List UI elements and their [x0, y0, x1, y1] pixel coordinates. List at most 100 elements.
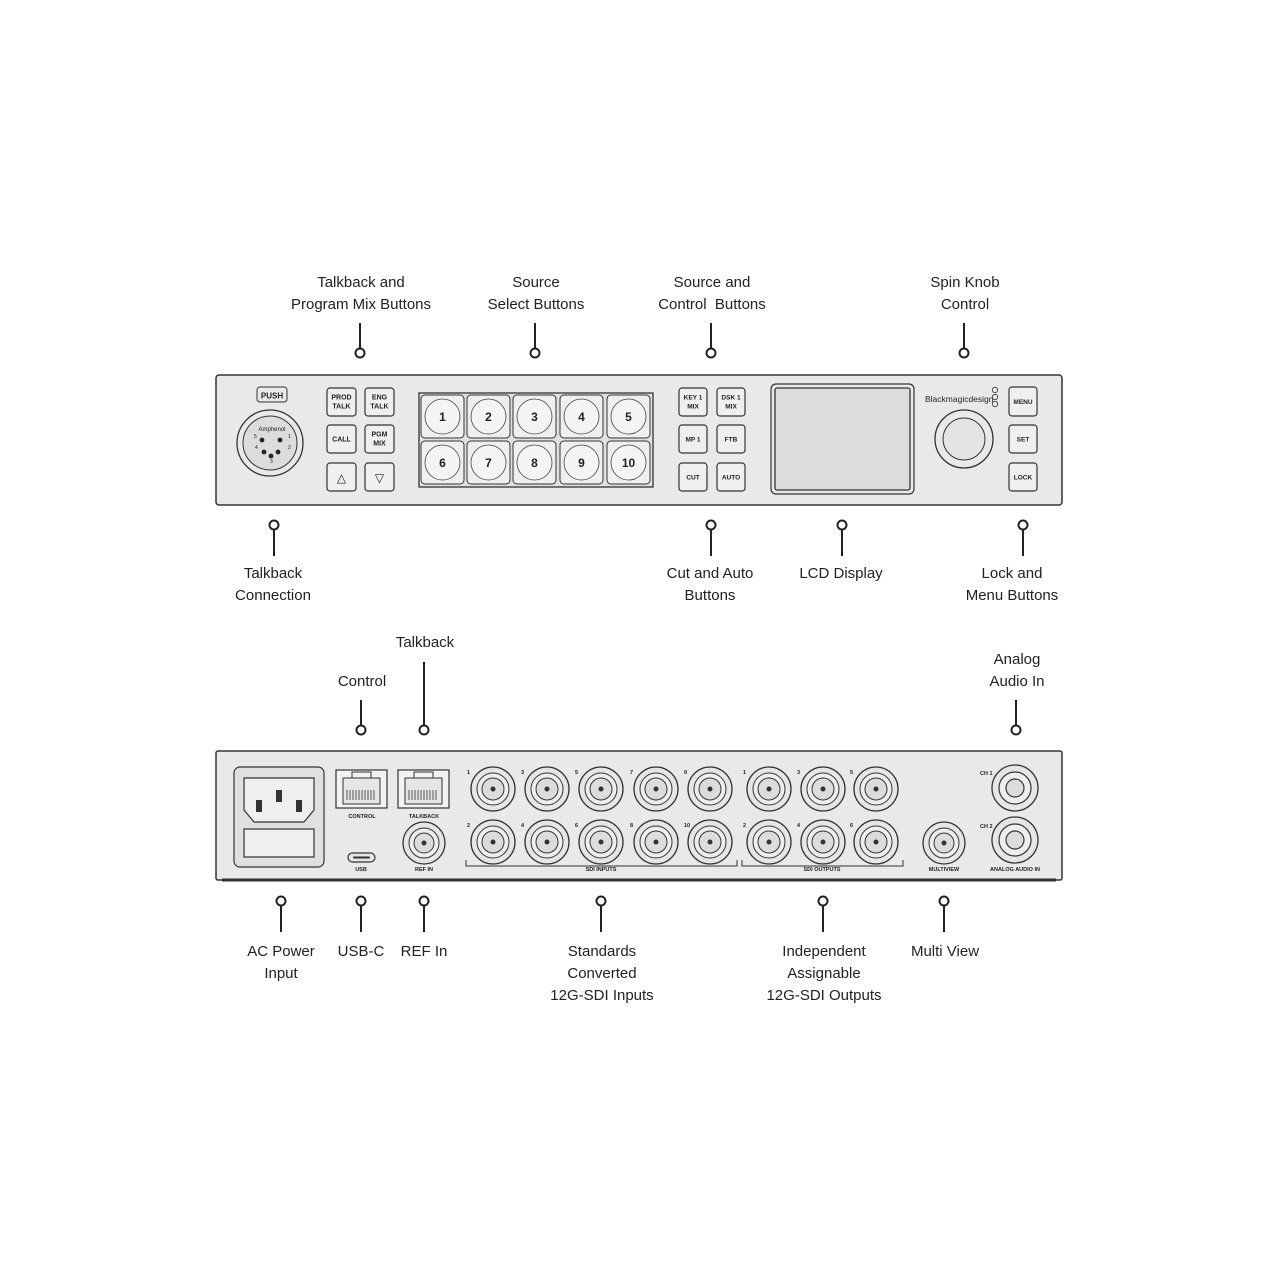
front-callout-leaders	[268, 323, 1029, 556]
sdi-output-3-bnc[interactable]: 3	[797, 766, 846, 812]
multiview-bnc-connector[interactable]	[922, 821, 966, 865]
source-button-2-label: 2	[485, 410, 492, 424]
xlr-pin-1: 1	[288, 434, 291, 440]
eng-talk-button[interactable]: ENG TALK	[364, 387, 395, 417]
call-button[interactable]: CALL	[326, 424, 357, 454]
xlr-pin-2: 2	[288, 445, 291, 451]
source-button-5[interactable]: 5	[606, 394, 651, 439]
ftb-button[interactable]: FTB	[716, 424, 746, 454]
sdi-output-2-bnc[interactable]: 2	[743, 819, 792, 865]
analog-audio-in-label: ANALOG AUDIO IN	[990, 867, 1040, 873]
sdi-inputs-label: SDI INPUTS	[586, 867, 617, 873]
talkback-ethernet-port[interactable]	[397, 769, 450, 809]
callout-talkback-connection: Talkback Connection	[235, 565, 311, 604]
sdi-input-2-bnc[interactable]: 2	[467, 819, 516, 865]
auto-button[interactable]: AUTO	[716, 462, 746, 492]
key1-mix-label-bottom: MIX	[687, 404, 699, 411]
sdi-input-5-bnc-number: 5	[575, 770, 578, 776]
callout-usb-c: USB-C	[337, 943, 385, 960]
callout-source-control-buttons: Source and Control Buttons	[658, 274, 766, 313]
sdi-output-3-bnc-number: 3	[797, 770, 800, 776]
source-button-10[interactable]: 10	[606, 440, 651, 485]
talkback-button-group: PROD TALK ENG TALK CALL PGM MIX △	[326, 387, 395, 492]
source-button-3[interactable]: 3	[512, 394, 557, 439]
sdi-output-1-bnc-number: 1	[743, 770, 746, 776]
sdi-input-9-bnc[interactable]: 9	[684, 766, 733, 812]
sdi-input-7-bnc-number: 7	[630, 770, 633, 776]
source-button-1-label: 1	[439, 410, 446, 424]
mp1-label: MP 1	[685, 437, 700, 444]
pgm-mix-button[interactable]: PGM MIX	[364, 424, 395, 454]
sdi-output-4-bnc[interactable]: 4	[797, 819, 846, 865]
callout-control: Control	[337, 673, 387, 690]
down-arrow-button[interactable]: ▽	[364, 462, 395, 492]
xlr-pin-3: 3	[270, 459, 273, 465]
brand-logo: Blackmagicdesign	[925, 394, 994, 404]
rear-callout-leaders	[275, 662, 1022, 932]
source-button-4[interactable]: 4	[559, 394, 604, 439]
source-button-2[interactable]: 2	[466, 394, 511, 439]
analog-audio-ch1-jack[interactable]	[991, 764, 1039, 812]
sdi-input-3-bnc[interactable]: 3	[521, 766, 570, 812]
sdi-output-5-bnc[interactable]: 5	[850, 766, 899, 812]
xlr-brand-label: Amphenol	[258, 427, 285, 433]
usb-c-port[interactable]	[347, 852, 376, 863]
source-button-10-label: 10	[622, 456, 636, 470]
sdi-input-7-bnc[interactable]: 7	[630, 766, 679, 812]
eng-talk-label-top: ENG	[372, 395, 388, 402]
source-button-8[interactable]: 8	[512, 440, 557, 485]
sdi-input-1-bnc[interactable]: 1	[467, 766, 516, 812]
control-button-group: KEY 1 MIX DSK 1 MIX MP 1 FTB CUT	[678, 387, 746, 492]
menu-label: MENU	[1013, 399, 1032, 406]
prod-talk-button[interactable]: PROD TALK	[326, 387, 357, 417]
up-arrow-button[interactable]: △	[326, 462, 357, 492]
mp1-button[interactable]: MP 1	[678, 424, 708, 454]
source-button-1[interactable]: 1	[420, 394, 465, 439]
ac-power-input[interactable]	[233, 766, 325, 868]
key1-mix-label-top: KEY 1	[684, 395, 703, 402]
sdi-input-9-bnc-number: 9	[684, 770, 687, 776]
pgm-mix-label-top: PGM	[372, 432, 388, 439]
xlr-push-label: PUSH	[261, 392, 283, 401]
sdi-input-6-bnc-number: 6	[575, 823, 578, 829]
source-button-8-label: 8	[531, 456, 538, 470]
brand-logo-icon	[991, 386, 999, 408]
spin-knob[interactable]	[934, 409, 994, 469]
key1-mix-button[interactable]: KEY 1 MIX	[678, 387, 708, 417]
analog-audio-ch2-jack[interactable]	[991, 816, 1039, 864]
sdi-input-5-bnc[interactable]: 5	[575, 766, 624, 812]
callout-sdi-outputs: Independent Assignable 12G-SDI Outputs	[766, 943, 882, 1004]
sdi-input-3-bnc-number: 3	[521, 770, 524, 776]
sdi-input-6-bnc[interactable]: 6	[575, 819, 624, 865]
lock-button[interactable]: LOCK	[1008, 462, 1038, 492]
callout-lock-menu-buttons: Lock and Menu Buttons	[965, 565, 1059, 604]
set-button[interactable]: SET	[1008, 424, 1038, 454]
callout-source-select-buttons: Source Select Buttons	[487, 274, 585, 313]
sdi-input-8-bnc[interactable]: 8	[630, 819, 679, 865]
sdi-output-6-bnc[interactable]: 6	[850, 819, 899, 865]
sdi-output-1-bnc[interactable]: 1	[743, 766, 792, 812]
source-button-7[interactable]: 7	[466, 440, 511, 485]
source-button-9-label: 9	[578, 456, 585, 470]
sdi-input-4-bnc[interactable]: 4	[521, 819, 570, 865]
menu-button[interactable]: MENU	[1008, 386, 1038, 417]
ref-in-bnc-connector[interactable]	[402, 821, 446, 865]
usb-port-label: USB	[355, 867, 367, 873]
up-arrow-icon: △	[337, 471, 347, 485]
control-ethernet-port[interactable]	[335, 769, 388, 809]
callout-talkback-program-mix-buttons: Talkback and Program Mix Buttons	[290, 274, 432, 313]
source-button-9[interactable]: 9	[559, 440, 604, 485]
sdi-input-2-bnc-number: 2	[467, 823, 470, 829]
sdi-input-10-bnc[interactable]: 10	[684, 819, 733, 865]
xlr-talkback-connector[interactable]: PUSH Amphenol 1 2 3 4 5	[236, 386, 304, 477]
cut-button[interactable]: CUT	[678, 462, 708, 492]
prod-talk-label-top: PROD	[331, 395, 351, 402]
dsk1-mix-button[interactable]: DSK 1 MIX	[716, 387, 746, 417]
control-port-label: CONTROL	[348, 814, 376, 820]
callout-talkback: Talkback	[395, 634, 455, 651]
lcd-display	[770, 383, 915, 495]
source-button-6[interactable]: 6	[420, 440, 465, 485]
source-button-3-label: 3	[531, 410, 538, 424]
